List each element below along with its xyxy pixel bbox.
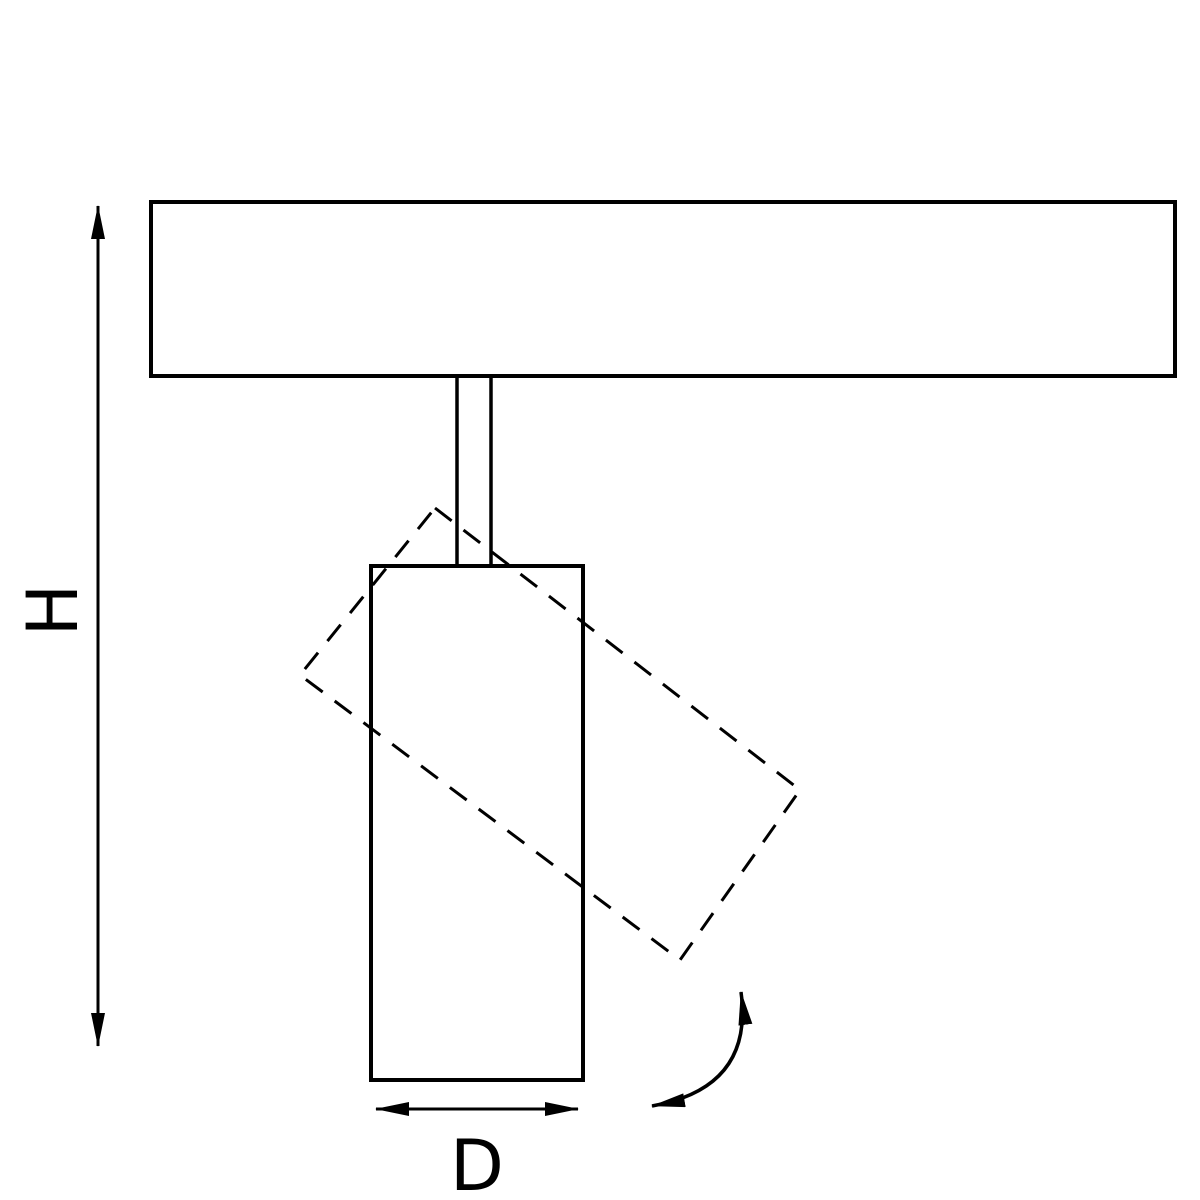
lamp-body (369, 564, 585, 1082)
track-rail (149, 200, 1177, 378)
diameter-dimension: D (375, 1102, 579, 1200)
lamp-body-tilted-outline (297, 505, 803, 963)
mount-stem (455, 376, 493, 566)
height-dimension: H (12, 205, 105, 1047)
rotation-arrow (651, 991, 753, 1108)
diameter-label: D (450, 1125, 504, 1200)
height-label: H (12, 584, 94, 637)
